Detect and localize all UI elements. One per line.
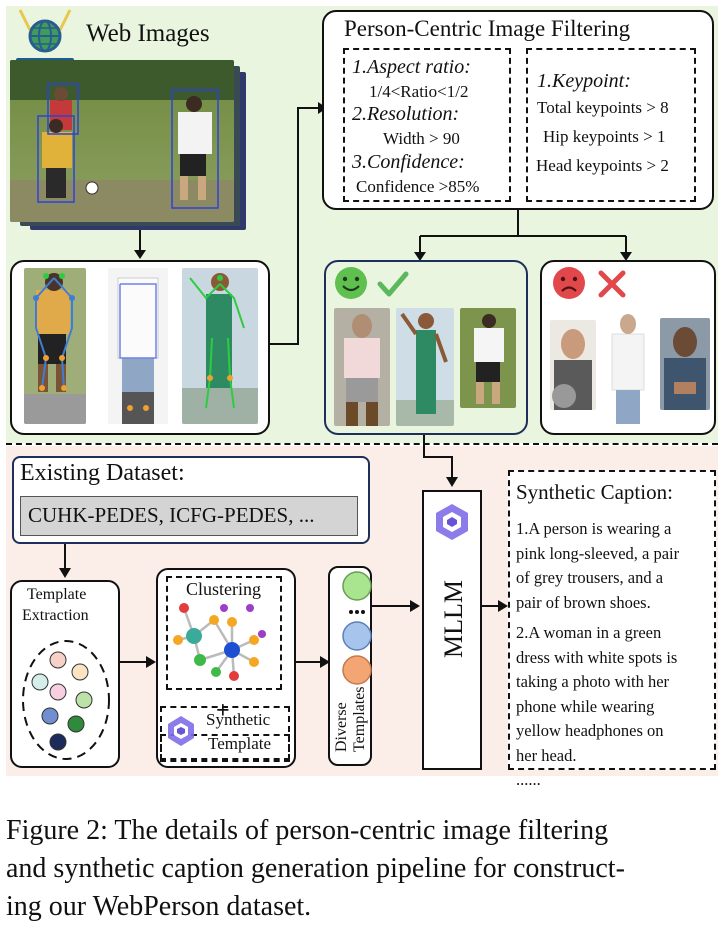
caption-line: dress with white spots is (516, 647, 678, 667)
existing-dataset-names: CUHK-PEDES, ICFG-PEDES, ... (28, 503, 315, 527)
rule-aspect-value: 1/4<Ratio<1/2 (369, 82, 469, 101)
keypoint-filter-rules (526, 48, 696, 202)
figure-caption-line-1: Figure 2: The details of person-centric … (6, 815, 609, 846)
clustering-label: Clustering (186, 579, 261, 599)
sad-icon (552, 266, 586, 300)
template-extraction-label-1: Template (27, 586, 87, 603)
synthetic-caption-text: 1.A person is wearing a pink long-sleeve… (516, 517, 710, 793)
keypoint-head: Head keypoints > 2 (536, 156, 669, 175)
accepted-photo-1 (334, 308, 390, 426)
arrow-filter-split (414, 210, 632, 261)
figure-caption: Figure 2: The details of person-centric … (6, 812, 720, 926)
template-circles (340, 570, 376, 710)
rejected-photo-3 (660, 318, 710, 410)
arrow-diverse-to-mllm (372, 600, 420, 612)
accepted-photo-3 (460, 308, 516, 408)
rule-resolution-label: 2.Resolution: (352, 103, 460, 125)
figure-caption-line-2: and synthetic caption generation pipelin… (6, 853, 625, 884)
person-crop-3 (182, 268, 258, 424)
person-crop-1 (24, 268, 86, 424)
caption-line: 2.A woman in a green (516, 623, 662, 642)
arrow-generation-to-diverse (296, 656, 330, 668)
rule-aspect-label: 1.Aspect ratio: (352, 56, 471, 78)
basic-filter-rules (343, 48, 511, 202)
accepted-photo-2 (396, 308, 454, 426)
rule-confidence-value: Confidence >85% (356, 177, 480, 196)
arrow-web-to-persons (134, 230, 146, 259)
cluster-graph (170, 600, 278, 688)
caption-line: ...... (516, 770, 541, 789)
smile-icon (334, 266, 368, 300)
diverse-label-line-2: Templates (351, 686, 368, 752)
keypoint-hip: Hip keypoints > 1 (543, 127, 666, 146)
section-divider (6, 443, 718, 445)
rejected-photo-1 (550, 320, 596, 410)
caption-line: her head. (516, 745, 577, 765)
cross-icon (596, 268, 628, 300)
rule-confidence-label: 3.Confidence: (352, 151, 465, 173)
template-extraction-label-2: Extraction (22, 607, 89, 624)
synthetic-template-label-2: Template (208, 734, 272, 753)
synthetic-caption-title: Synthetic Caption: (516, 480, 673, 504)
arrow-extraction-to-clustering (120, 656, 156, 668)
keypoint-title: 1.Keypoint: (537, 70, 631, 92)
mllm-qwen-logo-icon (432, 502, 472, 542)
caption-line: of grey trousers, and a (516, 568, 664, 587)
arrow-mllm-to-caption (482, 600, 508, 612)
diverse-label-line-1: Diverse (333, 702, 350, 752)
clustering-box (166, 576, 282, 690)
arrow-accept-to-mllm (423, 435, 458, 487)
rejected-photo-2 (602, 312, 654, 430)
filtering-title: Person-Centric Image Filtering (344, 16, 631, 41)
check-icon (376, 268, 410, 300)
caption-line: pink long-sleeved, a pair (516, 543, 680, 563)
web-photo-main (10, 60, 234, 222)
synthetic-template-box-tall (160, 706, 290, 762)
caption-line: yellow headphones on (516, 721, 664, 740)
existing-dataset-title: Existing Dataset: (20, 460, 185, 486)
figure-caption-line-3: ing our WebPerson dataset. (6, 891, 312, 922)
mllm-label: MLLM (430, 560, 474, 670)
caption-line: phone while wearing (516, 696, 655, 716)
synthetic-caption-panel (508, 470, 716, 770)
caption-line: taking a photo with her (516, 672, 670, 691)
existing-dataset-list (20, 496, 358, 536)
caption-line: pair of brown shoes. (516, 592, 651, 612)
keypoint-total: Total keypoints > 8 (537, 98, 669, 117)
arrow-dataset-to-extraction (59, 544, 71, 578)
diverse-templates-label: Diverse Templates (330, 600, 370, 765)
template-clusters-ellipse (20, 638, 112, 762)
plus-sign: + (216, 698, 230, 724)
rule-resolution-value: Width > 90 (383, 129, 460, 148)
caption-line: 1.A person is wearing a (516, 519, 672, 538)
web-images-title: Web Images (86, 20, 210, 47)
filtering-panel (322, 10, 714, 210)
person-crop-2 (108, 268, 168, 424)
synthetic-template-label-1: Synthetic (206, 710, 271, 729)
qwen-logo-icon (164, 714, 198, 748)
arrow-crops-to-filter (270, 102, 327, 345)
mllm-text: MLLM (439, 580, 468, 658)
